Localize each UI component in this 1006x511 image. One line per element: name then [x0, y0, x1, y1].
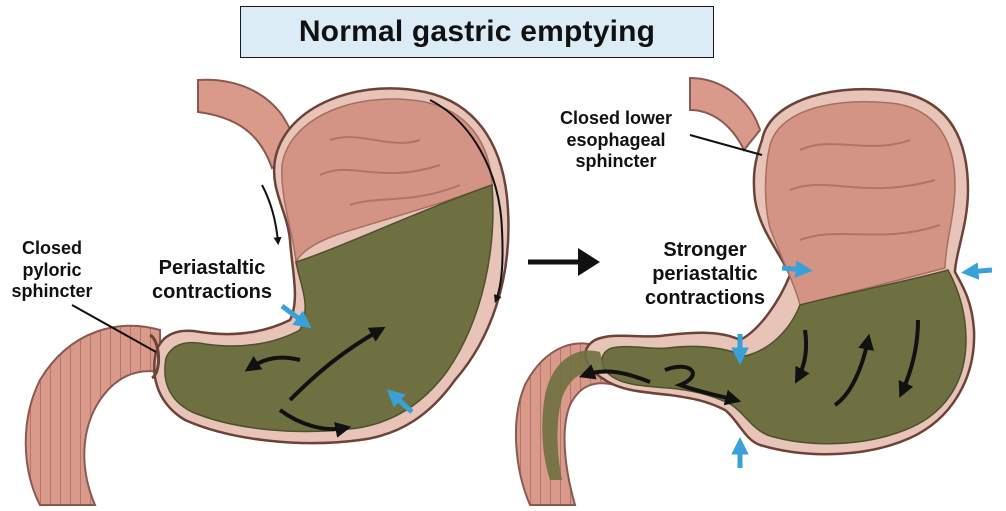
label-peristaltic-contractions: Periastaltic contractions	[140, 256, 284, 304]
right-duodenum-chyme	[542, 350, 605, 480]
diagram-title: Normal gastric emptying	[298, 15, 656, 48]
label-line: contractions	[644, 287, 766, 309]
label-line: Closed	[21, 238, 82, 258]
right-fundus	[764, 100, 956, 306]
right-stomach	[514, 76, 993, 506]
pyloric-leader-line	[71, 304, 157, 353]
label-line: Closed lower	[559, 108, 673, 128]
left-contraction-arrow-2	[386, 389, 414, 414]
label-line: contractions	[151, 281, 273, 303]
label-stronger-peristaltic-contractions: Stronger periastaltic contractions	[626, 238, 784, 310]
left-stomach	[24, 78, 510, 506]
right-esophagus	[689, 76, 762, 152]
label-line: esophageal	[566, 129, 666, 150]
label-line: sphincter	[575, 151, 657, 172]
right-contraction-arrow-1	[781, 260, 813, 278]
left-contraction-arrow-1	[280, 304, 312, 329]
label-line: Periastaltic	[158, 257, 266, 279]
title-box: Normal gastric emptying	[240, 6, 714, 58]
right-duodenum	[514, 342, 617, 506]
label-line: pyloric	[22, 259, 82, 280]
label-line: Stronger	[663, 239, 747, 261]
transition-arrow	[528, 248, 600, 276]
label-closed-les: Closed lower esophageal sphincter	[546, 108, 686, 173]
les-leader-line	[689, 134, 763, 156]
label-closed-pyloric-sphincter: Closed pyloric sphincter	[6, 238, 98, 303]
label-line: periastaltic	[652, 263, 758, 285]
label-line: sphincter	[11, 281, 93, 302]
left-duodenum	[24, 324, 161, 506]
right-contraction-arrow-2	[961, 262, 993, 280]
